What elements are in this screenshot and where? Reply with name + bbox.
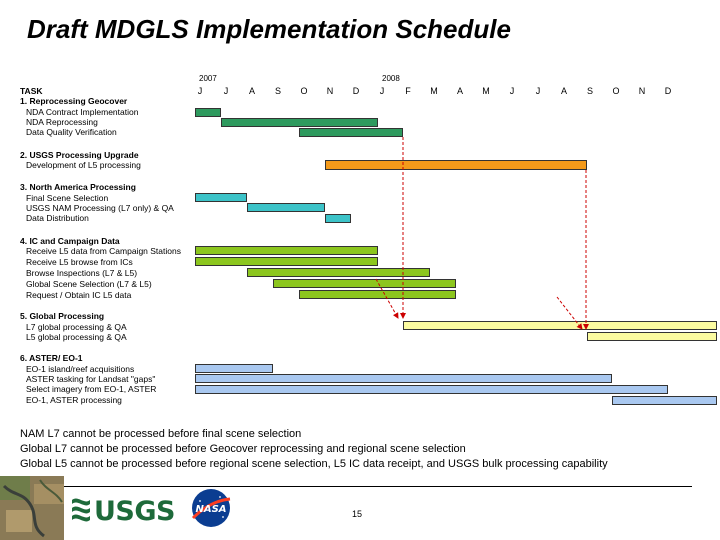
task-group-label: 1. Reprocessing Geocover — [20, 96, 128, 106]
task-item-label: Browse Inspections (L7 & L5) — [26, 268, 138, 278]
gantt-bar — [325, 214, 351, 223]
nasa-logo: NASA — [191, 489, 231, 527]
gantt-bar — [612, 396, 717, 405]
task-group-label: 6. ASTER/ EO-1 — [20, 353, 83, 363]
month-label: D — [352, 86, 360, 96]
task-item-label: USGS NAM Processing (L7 only) & QA — [26, 203, 174, 213]
gantt-bar — [299, 128, 403, 137]
month-label: F — [405, 86, 411, 96]
task-group-label: 3. North America Processing — [20, 182, 136, 192]
task-item-label: Receive L5 data from Campaign Stations — [26, 246, 181, 256]
gantt-bar — [221, 118, 378, 127]
month-label: S — [586, 86, 593, 96]
month-label: D — [664, 86, 672, 96]
task-group-label: 5. Global Processing — [20, 311, 105, 321]
gantt-bar — [273, 279, 456, 288]
note-line: Global L5 cannot be processed before reg… — [20, 458, 608, 470]
task-column-header: TASK — [20, 86, 43, 96]
task-item-label: Data Quality Verification — [26, 127, 117, 137]
task-item-label: NDA Reprocessing — [26, 117, 98, 127]
month-label: A — [560, 86, 567, 96]
usgs-logo: USGS — [72, 496, 175, 527]
footer-rule — [62, 486, 692, 487]
note-line: NAM L7 cannot be processed before final … — [20, 428, 302, 440]
task-item-label: L7 global processing & QA — [26, 322, 127, 332]
month-label: J — [535, 86, 541, 96]
month-label: O — [300, 86, 308, 96]
month-label: A — [248, 86, 255, 96]
month-label: M — [430, 86, 438, 96]
task-item-label: EO-1 island/reef acquisitions — [26, 364, 135, 374]
month-label: S — [274, 86, 281, 96]
gantt-bar — [195, 364, 273, 373]
gantt-bar — [195, 257, 378, 266]
year-label-2007: 2007 — [199, 74, 217, 83]
month-label: A — [456, 86, 463, 96]
task-item-label: ASTER tasking for Landsat "gaps" — [26, 374, 156, 384]
task-item-label: EO-1, ASTER processing — [26, 395, 122, 405]
landsat-scene-thumbnail — [0, 476, 64, 540]
month-label: J — [223, 86, 229, 96]
gantt-bar — [195, 193, 247, 202]
task-item-label: Select imagery from EO-1, ASTER — [26, 384, 157, 394]
gantt-bar — [247, 203, 325, 212]
gantt-bar — [195, 108, 221, 117]
month-label: O — [612, 86, 620, 96]
gantt-bar — [587, 332, 717, 341]
task-item-label: Data Distribution — [26, 213, 89, 223]
task-group-label: 2. USGS Processing Upgrade — [20, 150, 139, 160]
month-label: M — [482, 86, 490, 96]
task-item-label: Global Scene Selection (L7 & L5) — [26, 279, 152, 289]
task-item-label: NDA Contract Implementation — [26, 107, 139, 117]
gantt-bar — [195, 374, 612, 383]
task-item-label: Receive L5 browse from ICs — [26, 257, 133, 267]
page-title: Draft MDGLS Implementation Schedule — [27, 14, 511, 44]
task-item-label: Development of L5 processing — [26, 160, 141, 170]
gantt-bar — [299, 290, 456, 299]
task-item-label: L5 global processing & QA — [26, 332, 127, 342]
note-line: Global L7 cannot be processed before Geo… — [20, 443, 466, 455]
page-number: 15 — [352, 509, 363, 519]
nasa-logo-text: NASA — [195, 504, 226, 515]
gantt-bar — [403, 321, 717, 330]
gantt-bar — [195, 246, 378, 255]
month-label: N — [326, 86, 334, 96]
task-item-label: Request / Obtain IC L5 data — [26, 290, 132, 300]
month-label: J — [379, 86, 385, 96]
task-group-label: 4. IC and Campaign Data — [20, 236, 120, 246]
gantt-bar — [247, 268, 430, 277]
month-label: J — [509, 86, 515, 96]
gantt-bar — [195, 385, 668, 394]
month-label: J — [197, 86, 203, 96]
gantt-bar — [325, 160, 587, 170]
usgs-logo-text: USGS — [94, 496, 175, 527]
month-label: N — [638, 86, 646, 96]
year-label-2008: 2008 — [382, 74, 400, 83]
task-item-label: Final Scene Selection — [26, 193, 109, 203]
